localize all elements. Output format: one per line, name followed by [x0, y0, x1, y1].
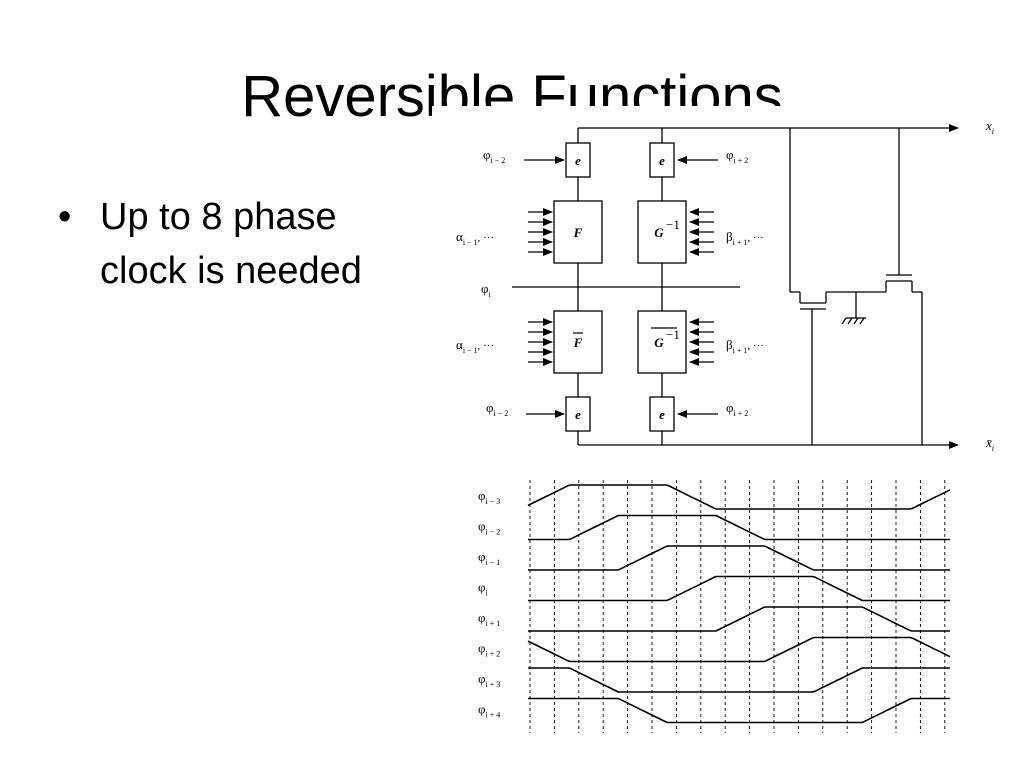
timing-signal-label: φi + 1 [478, 610, 500, 628]
timing-signal-label: φi − 2 [478, 519, 500, 537]
f-bar-block [553, 310, 603, 374]
block-labels: e e e e F F G −1 G −1 [573, 153, 680, 422]
g-inverse-bar-block [637, 310, 687, 374]
output-xbar-label: x̄i [985, 435, 994, 453]
alpha-input-label: αi − 1, ··· [456, 337, 494, 355]
e-block [649, 142, 675, 178]
phase-label: φi − 2 [486, 400, 508, 418]
e-block-label: e [575, 407, 581, 422]
f-block [553, 200, 603, 264]
g-inverse-sup: −1 [666, 217, 680, 232]
clock-waveform [528, 545, 950, 571]
timing-signal-label: φi − 1 [478, 549, 500, 567]
e-block [565, 142, 591, 178]
timing-signal-label: φi [478, 580, 489, 598]
e-block-label: e [659, 153, 665, 168]
beta-input-label: βi + 1, ··· [726, 229, 764, 247]
phase-label: φi + 2 [726, 400, 748, 418]
g-inverse-label: G [654, 225, 664, 240]
phase-label: φi − 2 [483, 147, 505, 165]
alpha-input-label: αi − 1, ··· [456, 229, 494, 247]
clock-waveform [528, 606, 950, 632]
timing-signal-label: φi + 4 [478, 702, 500, 720]
timing-diagram: φi − 3 φi − 2 φi − 1 φi φi + 1 φi + 2 φi + 3 φi… [478, 480, 951, 733]
e-block-label: e [575, 153, 581, 168]
circuit-diagram [512, 124, 959, 449]
circuit-labels: φi − 2 φi + 2 φi φi − 2 φi + 2 αi − 1, ·… [456, 118, 994, 453]
timing-signal-label: φi − 3 [478, 488, 500, 506]
phase-label: φi [481, 281, 492, 299]
e-block-label: e [659, 407, 665, 422]
clock-waveform [528, 575, 950, 602]
figure-overlap-mask [432, 106, 1024, 118]
f-block-label: F [573, 225, 583, 240]
e-block [649, 396, 675, 432]
clock-waveform [528, 697, 950, 724]
e-block [565, 396, 591, 432]
beta-input-label: βi + 1, ··· [726, 337, 764, 355]
bullet-dot: • [58, 196, 72, 238]
input-arrows [528, 208, 714, 366]
transistor-pair [789, 128, 923, 445]
clock-waveform [528, 514, 950, 541]
clock-waveform [527, 636, 951, 663]
clock-waveform [528, 667, 950, 693]
timing-signal-label: φi + 2 [478, 641, 500, 659]
g-inverse-bar-label: G [654, 335, 664, 350]
f-bar-block-label: F [573, 335, 583, 350]
g-inverse-block [637, 200, 687, 264]
timing-signal-label: φi + 3 [478, 671, 500, 689]
phase-label: φi + 2 [726, 147, 748, 165]
bullet-text: Up to 8 phase clock is needed [100, 196, 362, 292]
clock-waveform [527, 484, 951, 510]
output-x-label: xi [985, 118, 994, 136]
g-inverse-bar-sup: −1 [666, 327, 680, 342]
